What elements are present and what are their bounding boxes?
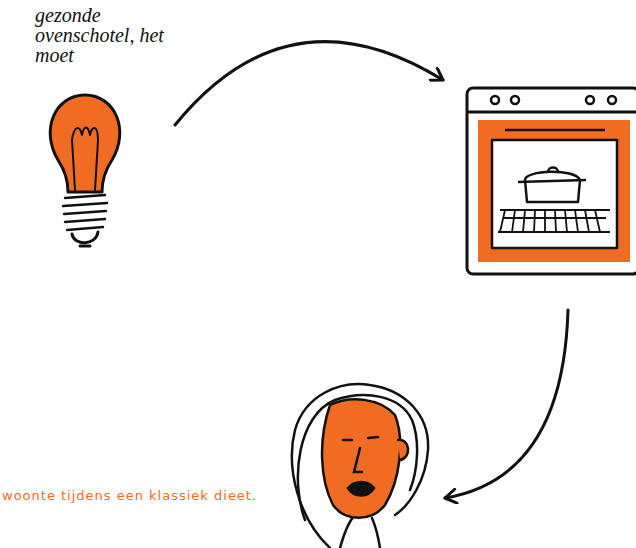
flow-arrow: [175, 42, 443, 125]
light-bulb: [50, 95, 120, 246]
person-face: [288, 382, 433, 548]
caption-note: woonte tijdens een klassiek dieet.: [2, 488, 257, 503]
handwritten-note: gezonde ovenschotel, het moet: [35, 5, 165, 65]
oven-box: [465, 86, 636, 276]
flow-arrow: [445, 310, 568, 498]
idea-bulb: gezonde ovenschotel, het moet: [35, 5, 165, 255]
oven: [467, 88, 636, 274]
face: [292, 384, 428, 548]
